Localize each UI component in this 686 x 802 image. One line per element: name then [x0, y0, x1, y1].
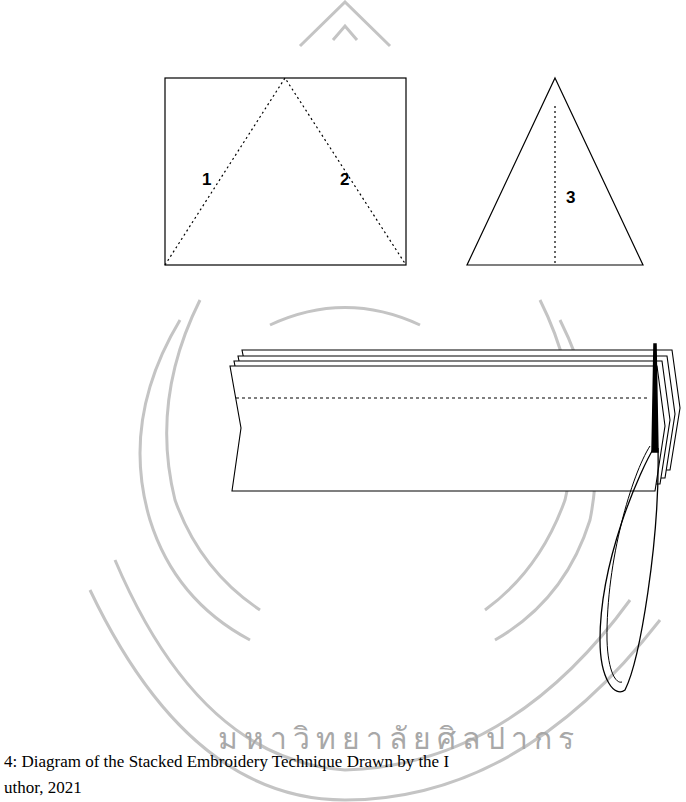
triangle-fold [467, 78, 643, 265]
callout-number: 2 [340, 170, 349, 190]
callout-number: 1 [202, 170, 211, 190]
needle-and-thread [600, 344, 658, 692]
callout-number: 3 [566, 188, 575, 208]
figure-caption: uthor, 2021 [4, 778, 82, 798]
stacked-strips [230, 350, 680, 491]
square-fold [165, 78, 406, 265]
watermark-text: มหาวิทยาลัยศิลปากร [218, 715, 580, 762]
